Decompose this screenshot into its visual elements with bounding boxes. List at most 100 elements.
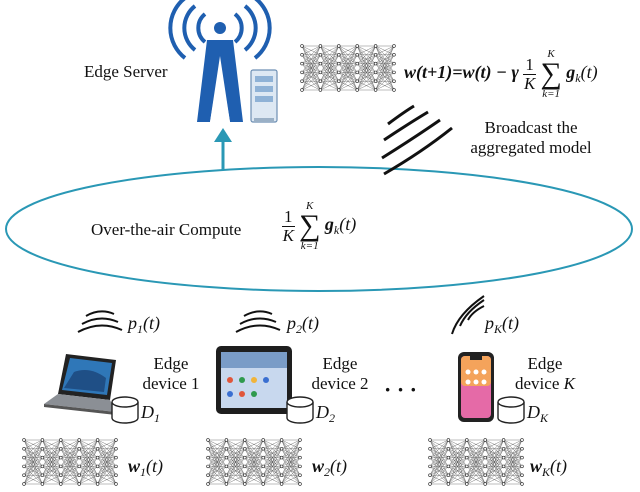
- nn-device-k-edge: [448, 457, 467, 485]
- nn-device-1-node: [22, 464, 26, 469]
- broadcast-label-line1: Broadcast the: [484, 118, 578, 137]
- model-symbol: w: [530, 456, 543, 476]
- nn-device-k-node: [483, 438, 487, 442]
- nn-top-node: [373, 88, 378, 92]
- dataset-label-k: DK: [527, 402, 548, 426]
- device-name-word: device: [142, 374, 187, 393]
- nn-device-1-node: [40, 473, 45, 477]
- nn-top-edge: [357, 72, 376, 91]
- nn-device-k-node: [428, 438, 432, 442]
- nn-device-k-node: [483, 473, 487, 477]
- nn-top-edge: [301, 45, 321, 64]
- nn-top-edge: [375, 45, 395, 73]
- nn-device-2-edge: [244, 439, 264, 449]
- dataset-icon-device-2: [286, 396, 314, 424]
- nn-device-k-edge: [448, 466, 467, 485]
- tablet-icon: [216, 346, 292, 414]
- nn-device-k-node: [446, 455, 451, 460]
- nn-top-edge: [357, 63, 376, 91]
- nn-device-1-node: [22, 438, 26, 442]
- neural-network-device-k: [428, 438, 524, 486]
- dataset-label-1: D1: [141, 402, 160, 426]
- nn-device-1-node: [77, 464, 81, 469]
- nn-device-k-edge: [429, 439, 449, 485]
- nn-device-2-edge: [244, 439, 264, 476]
- nn-device-2-edge: [281, 439, 301, 467]
- nn-device-1-edge: [97, 466, 117, 485]
- nn-device-2-node: [298, 447, 302, 451]
- nn-top-node: [355, 88, 359, 92]
- nn-top-node: [318, 88, 323, 92]
- nn-device-1-edge: [23, 439, 43, 467]
- nn-device-2-edge: [226, 439, 245, 467]
- device-label-2: Edge device 2: [295, 354, 385, 394]
- server-icon: [250, 69, 278, 123]
- model-symbol: w: [312, 456, 325, 476]
- power-sub: 2: [296, 322, 302, 336]
- nn-device-2-node: [261, 482, 265, 486]
- device-name-word: device: [311, 374, 356, 393]
- nn-device-k-node: [520, 438, 524, 442]
- signal-waves-device-2: [235, 310, 281, 333]
- nn-device-1-edge: [42, 457, 61, 485]
- nn-top-node: [300, 53, 304, 57]
- model-sub: K: [542, 465, 551, 479]
- nn-device-k-node: [465, 482, 469, 486]
- nn-device-k-node: [520, 473, 524, 477]
- nn-device-k-node: [501, 464, 506, 469]
- nn-device-2-node: [206, 473, 210, 477]
- nn-device-2-node: [279, 473, 284, 477]
- power-sub: K: [494, 322, 503, 336]
- nn-device-1-edge: [60, 475, 80, 485]
- nn-device-k-node: [520, 455, 524, 460]
- nn-top-edge: [301, 63, 321, 91]
- nn-device-2-edge: [263, 439, 282, 485]
- device-name-word: device: [515, 374, 560, 393]
- nn-device-k-edge: [429, 439, 449, 476]
- nn-device-1-edge: [23, 439, 43, 485]
- nn-device-2-node: [206, 438, 210, 442]
- nn-device-1-edge: [60, 466, 80, 485]
- nn-device-k-node: [483, 464, 487, 469]
- nn-device-k-node: [520, 447, 524, 451]
- nn-device-2-node: [206, 464, 210, 469]
- nn-device-2-edge: [226, 466, 245, 485]
- update-rule-sum: K ∑ k=1: [540, 48, 561, 100]
- nn-device-1-edge: [97, 439, 117, 467]
- nn-top-edge: [320, 81, 339, 91]
- nn-device-k-node: [446, 482, 451, 486]
- nn-device-k-node: [446, 464, 451, 469]
- nn-device-1-node: [59, 455, 63, 460]
- nn-device-2-edge: [263, 457, 282, 485]
- nn-top-node: [373, 61, 378, 66]
- nn-top-edge: [338, 72, 358, 91]
- nn-device-1-node: [77, 455, 81, 460]
- ota-sum: K ∑ k=1: [299, 200, 320, 252]
- nn-device-1-edge: [23, 439, 43, 476]
- nn-device-2-edge: [207, 448, 227, 485]
- nn-device-2-node: [279, 438, 284, 442]
- nn-device-2-edge: [207, 439, 227, 449]
- nn-top-edge: [375, 81, 395, 91]
- nn-top-edge: [357, 45, 376, 91]
- power-symbol: p: [287, 313, 296, 333]
- dataset-sub: K: [540, 411, 549, 425]
- nn-device-1-node: [95, 464, 100, 469]
- nn-device-k-node: [483, 447, 487, 451]
- ota-term: g: [324, 214, 334, 235]
- nn-device-1-node: [40, 482, 45, 486]
- nn-top-edge: [357, 81, 376, 91]
- model-label-device-1: w1(t): [128, 456, 163, 480]
- device-label-1: Edge device 1: [126, 354, 216, 394]
- nn-device-1-node: [40, 447, 45, 451]
- nn-device-2-edge: [281, 466, 301, 485]
- nn-top-edge: [375, 45, 395, 91]
- nn-device-1-node: [22, 455, 26, 460]
- nn-device-1-node: [95, 473, 100, 477]
- nn-top-edge: [301, 81, 321, 91]
- nn-device-2-node: [298, 473, 302, 477]
- nn-device-1-edge: [79, 439, 98, 476]
- nn-top-edge: [320, 45, 339, 64]
- nn-device-2-node: [243, 482, 247, 486]
- nn-device-1-edge: [79, 457, 98, 485]
